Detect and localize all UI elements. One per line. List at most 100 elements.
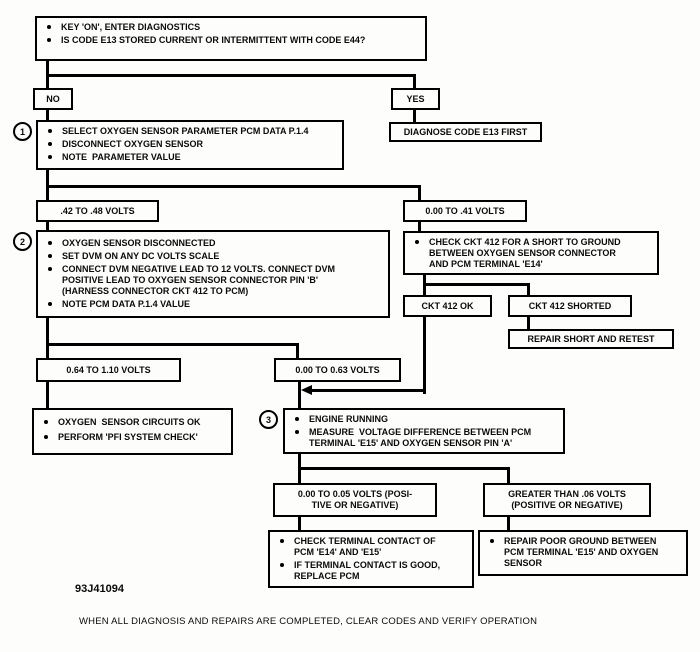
bullet-dot: [48, 302, 52, 306]
bullet-dot: [47, 38, 51, 42]
flow-line: [46, 317, 49, 346]
bullet-dot: [490, 539, 494, 543]
flow-line: [46, 343, 299, 346]
bullet-dot: [48, 142, 52, 146]
node-step3-line-2: MEASURE VOLTAGE DIFFERENCE BETWEEN PCM T…: [309, 427, 532, 448]
node-step1: SELECT OXYGEN SENSOR PARAMETER PCM DATA …: [36, 120, 344, 170]
node-yes: YES: [391, 88, 440, 110]
flow-line: [309, 389, 426, 392]
node-step2: OXYGEN SENSOR DISCONNECTED SET DVM ON AN…: [36, 230, 390, 318]
flow-line: [46, 59, 49, 75]
step-number-1: 1: [13, 122, 32, 141]
node-circuits-ok-line-2: PERFORM 'PFI SYSTEM CHECK': [58, 432, 198, 442]
bullet-dot: [48, 241, 52, 245]
node-start: KEY 'ON', ENTER DIAGNOSTICS IS CODE E13 …: [35, 16, 427, 61]
node-volts-000-063: 0.00 TO 0.63 VOLTS: [274, 358, 401, 382]
bullet-dot: [295, 430, 299, 434]
node-volts-000-005-label: 0.00 TO 0.05 VOLTS (POSI- TIVE OR NEGATI…: [297, 489, 413, 510]
node-volts-42-48-label: .42 TO .48 VOLTS: [60, 205, 135, 216]
step-number-3: 3: [259, 410, 278, 429]
bullet-dot: [295, 417, 299, 421]
step-number-1-label: 1: [19, 126, 25, 137]
flow-line: [423, 316, 426, 394]
node-diagnose-e13-label: DIAGNOSE CODE E13 FIRST: [403, 126, 528, 137]
node-check-terminal: CHECK TERMINAL CONTACT OF PCM 'E14' AND …: [268, 530, 474, 588]
node-check-terminal-line-1: CHECK TERMINAL CONTACT OF PCM 'E14' AND …: [294, 536, 436, 557]
node-volts-000-041-label: 0.00 TO .41 VOLTS: [425, 205, 505, 216]
node-volts-000-041: 0.00 TO .41 VOLTS: [403, 200, 527, 222]
node-volts-064-110-label: 0.64 TO 1.10 VOLTS: [66, 364, 151, 375]
node-repair-short: REPAIR SHORT AND RETEST: [508, 329, 674, 349]
node-step3-line-1: ENGINE RUNNING: [309, 414, 389, 424]
flow-line: [298, 467, 301, 484]
node-step2-line-1: OXYGEN SENSOR DISCONNECTED: [62, 238, 216, 248]
flow-line: [46, 185, 421, 188]
flow-line: [527, 283, 530, 296]
flow-line: [418, 221, 421, 232]
step-number-3-label: 3: [265, 414, 271, 425]
bullet-dot: [44, 435, 48, 439]
flow-line: [423, 283, 426, 296]
node-repair-ground-line-1: REPAIR POOR GROUND BETWEEN PCM TERMINAL …: [504, 536, 659, 568]
flow-line: [298, 381, 301, 409]
node-ckt412-ok-label: CKT 412 OK: [421, 300, 474, 311]
flow-line: [298, 467, 510, 470]
node-step2-line-3: CONNECT DVM NEGATIVE LEAD TO 12 VOLTS. C…: [62, 264, 336, 296]
flow-line: [46, 109, 49, 121]
flow-line: [46, 381, 49, 409]
footer-note: WHEN ALL DIAGNOSIS AND REPAIRS ARE COMPL…: [79, 616, 538, 627]
node-circuits-ok-line-1: OXYGEN SENSOR CIRCUITS OK: [58, 417, 201, 427]
bullet-dot: [280, 563, 284, 567]
bullet-dot: [44, 420, 48, 424]
node-step2-line-2: SET DVM ON ANY DC VOLTS SCALE: [62, 251, 220, 261]
flow-line: [46, 185, 49, 201]
node-circuits-ok: OXYGEN SENSOR CIRCUITS OK PERFORM 'PFI S…: [32, 408, 233, 455]
flow-line: [413, 109, 416, 123]
node-check-ckt412: CHECK CKT 412 FOR A SHORT TO GROUND BETW…: [403, 231, 659, 275]
node-ckt412-shorted: CKT 412 SHORTED: [508, 295, 632, 317]
flow-line: [46, 221, 49, 231]
flow-line: [46, 343, 49, 359]
node-step2-line-4: NOTE PCM DATA P.1.4 VALUE: [62, 299, 191, 309]
node-volts-000-005: 0.00 TO 0.05 VOLTS (POSI- TIVE OR NEGATI…: [273, 483, 437, 517]
flow-line: [527, 316, 530, 330]
bullet-dot: [48, 254, 52, 258]
flow-line: [418, 185, 421, 201]
node-no: NO: [33, 88, 73, 110]
flow-line: [296, 343, 299, 359]
node-ckt412-shorted-label: CKT 412 SHORTED: [528, 300, 612, 311]
node-step1-line-1: SELECT OXYGEN SENSOR PARAMETER PCM DATA …: [62, 126, 309, 136]
node-check-terminal-line-2: IF TERMINAL CONTACT IS GOOD, REPLACE PCM: [294, 560, 441, 581]
flow-line: [46, 169, 49, 188]
node-ckt412-ok: CKT 412 OK: [403, 295, 492, 317]
bullet-dot: [48, 267, 52, 271]
node-repair-ground: REPAIR POOR GROUND BETWEEN PCM TERMINAL …: [478, 530, 688, 576]
bullet-dot: [415, 240, 419, 244]
bullet-dot: [48, 155, 52, 159]
node-repair-short-label: REPAIR SHORT AND RETEST: [527, 333, 655, 344]
node-volts-000-063-label: 0.00 TO 0.63 VOLTS: [295, 364, 380, 375]
node-greater-06-label: GREATER THAN .06 VOLTS (POSITIVE OR NEGA…: [508, 489, 626, 510]
flow-line: [423, 274, 426, 286]
figure-code: 93J41094: [75, 583, 124, 595]
node-step1-line-3: NOTE PARAMETER VALUE: [62, 152, 181, 162]
flow-line: [413, 74, 416, 89]
node-volts-064-110: 0.64 TO 1.10 VOLTS: [36, 358, 181, 382]
flow-line: [46, 74, 416, 77]
bullet-dot: [47, 25, 51, 29]
flow-line: [298, 516, 301, 532]
arrowhead-left-icon: [301, 385, 312, 395]
node-no-label: NO: [46, 93, 60, 104]
node-step1-line-2: DISCONNECT OXYGEN SENSOR: [62, 139, 204, 149]
flow-line: [507, 467, 510, 484]
flow-line: [46, 74, 49, 89]
node-step3: ENGINE RUNNING MEASURE VOLTAGE DIFFERENC…: [283, 408, 565, 454]
node-diagnose-e13: DIAGNOSE CODE E13 FIRST: [389, 122, 542, 142]
node-start-line-1: KEY 'ON', ENTER DIAGNOSTICS: [61, 22, 201, 32]
node-greater-06: GREATER THAN .06 VOLTS (POSITIVE OR NEGA…: [483, 483, 651, 517]
node-check-ckt412-line-1: CHECK CKT 412 FOR A SHORT TO GROUND BETW…: [429, 237, 621, 269]
flow-line: [298, 452, 301, 470]
step-number-2-label: 2: [19, 236, 25, 247]
bullet-dot: [48, 129, 52, 133]
